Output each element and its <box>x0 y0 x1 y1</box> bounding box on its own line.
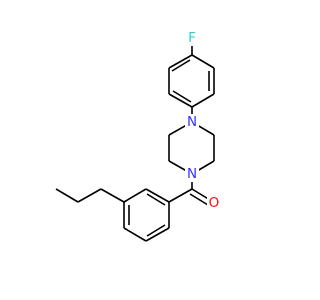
bond-ring2-b <box>123 188 147 203</box>
molecule-structure-diagram: F N N O <box>55 30 221 242</box>
bond-ring2-a-inner <box>146 193 166 206</box>
bond-ring2-d <box>123 227 147 242</box>
bond-propyl-1 <box>100 188 125 203</box>
atom-nitrogen-bottom: N <box>185 166 199 182</box>
nitrogen-bottom-label: N <box>187 166 197 182</box>
fluorine-label: F <box>188 30 196 46</box>
bond-ring1-a-inner <box>171 59 191 72</box>
bond-ring1-a <box>168 54 193 69</box>
atom-oxygen: O <box>207 195 221 211</box>
bond-ring2-e <box>145 227 170 242</box>
bond-carbonyl-aryl <box>168 188 193 203</box>
bond-propyl-2 <box>77 188 102 203</box>
atom-nitrogen-top: N <box>185 114 199 130</box>
bond-ring1-c <box>168 93 193 108</box>
bond-propyl-3 <box>55 188 79 203</box>
bond-ring1-f <box>191 54 215 69</box>
bond-c-o-2 <box>189 193 209 206</box>
propylphenyl-ring <box>123 188 170 242</box>
atom-fluorine: F <box>185 30 199 46</box>
nitrogen-top-label: N <box>187 114 197 130</box>
propyl-chain <box>55 188 125 203</box>
bond-ring1-c-inner <box>172 90 192 103</box>
bond-ring1-d <box>191 93 215 108</box>
oxygen-label: O <box>209 195 220 211</box>
bond-ring2-e-inner <box>146 224 166 237</box>
bond-ring2-a <box>145 188 170 203</box>
fluorophenyl-ring <box>168 44 215 108</box>
